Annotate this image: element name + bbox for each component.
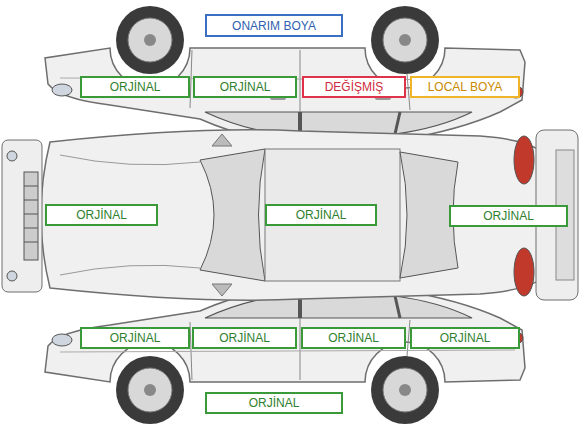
status-label-box: ORJİNAL <box>192 327 297 349</box>
status-label: ORJİNAL <box>110 330 161 346</box>
status-label: ORJİNAL <box>110 79 161 95</box>
status-label: ORJİNAL <box>249 395 300 411</box>
status-label-box: ORJİNAL <box>265 204 377 226</box>
status-label-box: ORJİNAL <box>80 76 190 98</box>
status-label-box: LOCAL BOYA <box>410 76 520 98</box>
status-label: ORJİNAL <box>440 330 491 346</box>
status-label: ORJİNAL <box>328 330 379 346</box>
status-label: ORJİNAL <box>76 207 127 223</box>
status-label: LOCAL BOYA <box>428 79 503 95</box>
status-label-box: ORJİNAL <box>45 204 158 226</box>
side-view-right <box>45 6 525 143</box>
status-label: DEĞİŞMİŞ <box>325 79 384 95</box>
status-label-box: ORJİNAL <box>80 327 190 349</box>
status-label-box: ORJİNAL <box>205 392 343 414</box>
status-label-box: ORJİNAL <box>301 327 406 349</box>
status-label-box: ORJİNAL <box>449 205 568 227</box>
status-label: ORJİNAL <box>219 330 270 346</box>
status-label: ORJİNAL <box>483 208 534 224</box>
status-label: ORJİNAL <box>220 79 271 95</box>
status-label: ORJİNAL <box>296 207 347 223</box>
status-label: ONARIM BOYA <box>232 18 316 34</box>
side-view-left <box>45 287 525 424</box>
status-label-box: ORJİNAL <box>193 76 297 98</box>
status-label-box: DEĞİŞMİŞ <box>302 76 406 98</box>
front-view <box>2 140 42 292</box>
status-label-box: ONARIM BOYA <box>205 14 343 37</box>
status-label-box: ORJİNAL <box>410 327 520 349</box>
